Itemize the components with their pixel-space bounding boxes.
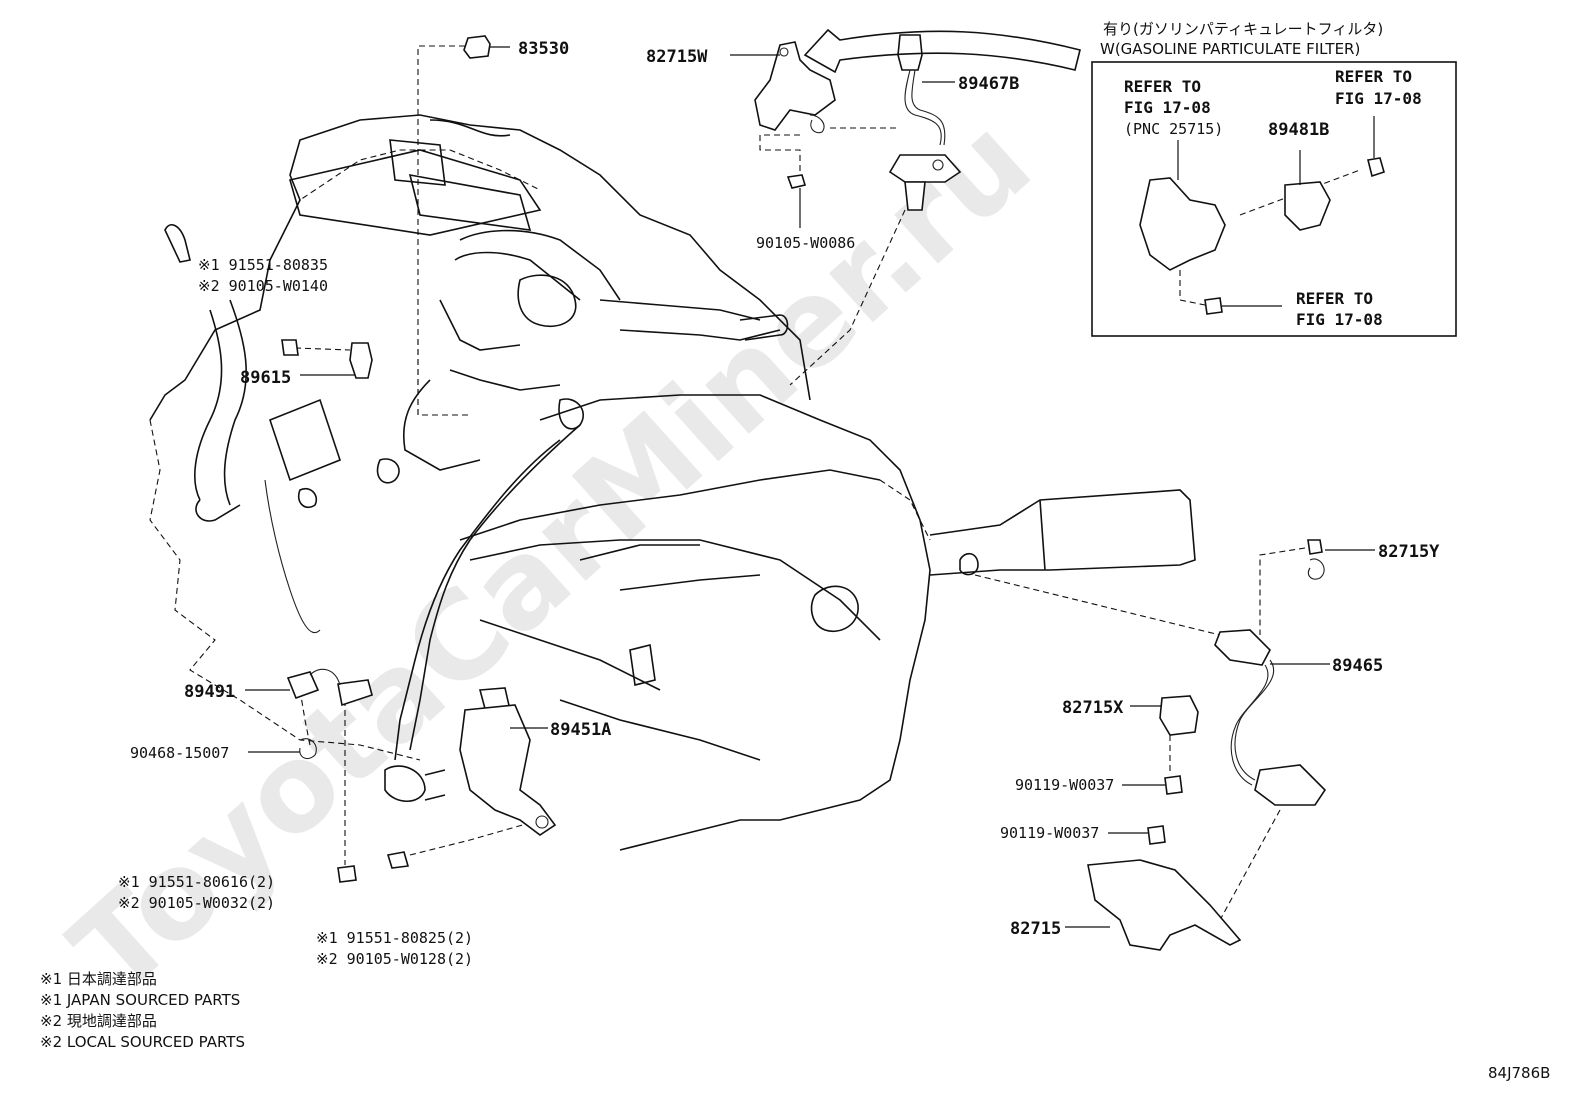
inset-refer2-a: REFER TO bbox=[1335, 67, 1412, 86]
part-89467B-glyph bbox=[888, 34, 962, 211]
callout-2-line2: ※2 90105-W0032(2) bbox=[118, 894, 275, 912]
part-82715X-glyph bbox=[1159, 695, 1199, 736]
inset-refer1-c: (PNC 25715) bbox=[1124, 120, 1223, 138]
legend-line1: ※1 日本調達部品 bbox=[40, 970, 157, 988]
label-89615: 89615 bbox=[240, 368, 291, 388]
gpf-arrow bbox=[803, 28, 1081, 74]
part-82715W-glyph bbox=[754, 41, 836, 134]
label-82715W: 82715W bbox=[646, 47, 708, 67]
assembly-lines bbox=[294, 45, 1361, 921]
inset-refer2-b: FIG 17-08 bbox=[1335, 89, 1422, 108]
label-89491: 89491 bbox=[184, 682, 235, 702]
callout-3-line1: ※1 91551-80825(2) bbox=[316, 929, 473, 947]
callout-3-line2: ※2 90105-W0128(2) bbox=[316, 950, 473, 968]
part-89451A-glyph bbox=[459, 687, 557, 836]
part-89615-glyph bbox=[281, 339, 373, 379]
legend-line4: ※2 LOCAL SOURCED PARTS bbox=[40, 1033, 245, 1051]
label-82715Y: 82715Y bbox=[1378, 542, 1440, 562]
callout-1-line2: ※2 90105-W0140 bbox=[198, 277, 328, 295]
label-82715X: 82715X bbox=[1062, 698, 1124, 718]
part-90468-15007-glyph bbox=[299, 738, 317, 760]
part-90105-W0086-glyph bbox=[786, 174, 807, 228]
callout-2-line1: ※1 91551-80616(2) bbox=[118, 873, 275, 891]
legend-line2: ※1 JAPAN SOURCED PARTS bbox=[40, 991, 240, 1009]
figure-code: 84J786B bbox=[1488, 1064, 1550, 1082]
label-90119-W0037-b: 90119-W0037 bbox=[1000, 824, 1099, 842]
part-labels: 83530 82715W 89467B 90105-W0086 89615 89… bbox=[40, 20, 1550, 1082]
inset-refer3-a: REFER TO bbox=[1296, 289, 1373, 308]
label-90105-W0086: 90105-W0086 bbox=[756, 234, 855, 252]
label-90468-15007: 90468-15007 bbox=[130, 744, 229, 762]
bolt-glyphs bbox=[337, 851, 410, 883]
gpf-note-line1: 有り(ガソリンパティキュレートフィルタ) bbox=[1103, 20, 1383, 38]
inset-label-89481B: 89481B bbox=[1268, 120, 1329, 140]
inset-refer1-b: FIG 17-08 bbox=[1124, 98, 1211, 117]
label-89465: 89465 bbox=[1332, 656, 1383, 676]
legend-line3: ※2 現地調達部品 bbox=[40, 1012, 157, 1030]
part-89465-glyph bbox=[1214, 629, 1327, 806]
inset-refer1-a: REFER TO bbox=[1124, 77, 1201, 96]
label-83530: 83530 bbox=[518, 39, 569, 59]
label-89467B: 89467B bbox=[958, 74, 1019, 94]
label-82715: 82715 bbox=[1010, 919, 1061, 939]
inset-frame bbox=[1091, 61, 1457, 337]
gpf-inset bbox=[1091, 61, 1457, 337]
callout-1-line1: ※1 91551-80835 bbox=[198, 256, 328, 274]
inset-refer3-b: FIG 17-08 bbox=[1296, 310, 1383, 329]
gpf-note-line2: W(GASOLINE PARTICULATE FILTER) bbox=[1100, 40, 1360, 58]
leader-lines bbox=[245, 54, 1375, 928]
engine-transaxle-drawing bbox=[149, 114, 1196, 851]
part-82715Y-glyph bbox=[1307, 539, 1325, 580]
label-90119-W0037-a: 90119-W0037 bbox=[1015, 776, 1114, 794]
part-83530-glyph bbox=[463, 35, 510, 59]
part-89491-glyph bbox=[286, 668, 373, 707]
part-82715-glyph bbox=[1087, 859, 1242, 951]
part-90119-W0037-glyphs bbox=[1147, 775, 1183, 845]
label-89451A: 89451A bbox=[550, 720, 611, 740]
